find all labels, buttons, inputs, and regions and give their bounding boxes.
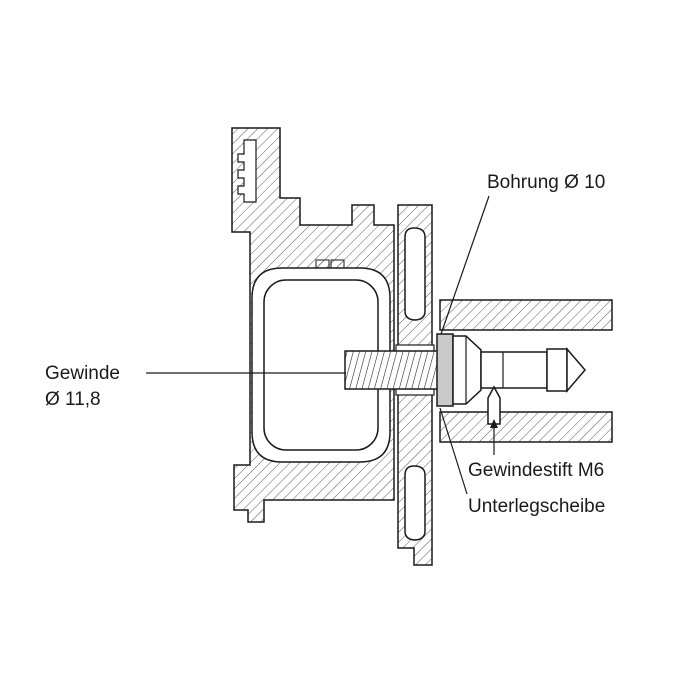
set-screw	[487, 385, 501, 425]
tube-bottom-wall-section	[439, 411, 613, 443]
fastener-shaft	[480, 346, 586, 394]
label-gewindestift: Gewindestift M6	[468, 460, 605, 481]
profile-body-section	[231, 127, 395, 523]
leader-line-gewindestift	[490, 419, 498, 455]
label-gewinde: Gewinde Ø 11,8	[45, 361, 120, 412]
fastener-tip	[566, 346, 586, 394]
threaded-rod	[344, 350, 441, 390]
chamber-top-tab	[315, 259, 330, 269]
tube-top-wall-section	[439, 299, 613, 331]
cone-fitting	[452, 335, 482, 405]
leader-line-bohrung	[440, 195, 490, 335]
leader-line-unterlegscheibe	[439, 407, 468, 495]
fastener-collar	[546, 348, 568, 392]
label-bohrung: Bohrung Ø 10	[487, 172, 606, 193]
label-gewinde-line1: Gewinde	[45, 363, 120, 384]
chamber-top-tab	[330, 259, 345, 269]
profile-snap-groove	[237, 139, 257, 203]
label-gewinde-line2: Ø 11,8	[45, 388, 101, 410]
label-unterlegscheibe: Unterlegscheibe	[468, 496, 606, 517]
leader-arrowhead	[490, 419, 498, 428]
washer	[436, 333, 454, 407]
